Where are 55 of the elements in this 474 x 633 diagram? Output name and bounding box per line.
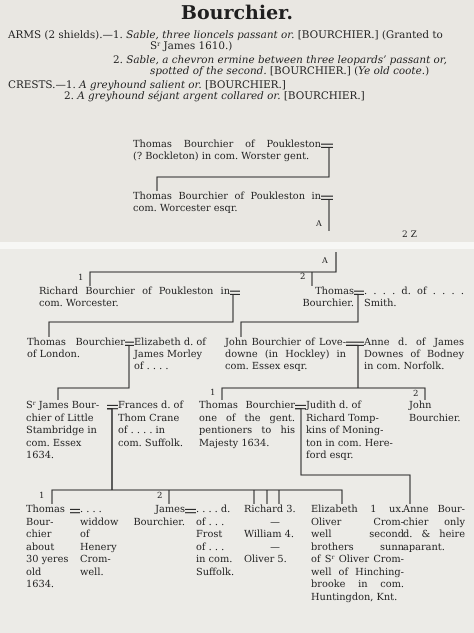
cross-reference-letter: A: [322, 256, 328, 265]
marriage-line: [353, 290, 365, 295]
pedigree-entry: John Bourchier.: [409, 400, 462, 425]
descent-line: [156, 144, 334, 192]
birth-order-number: 2: [413, 390, 418, 399]
pedigree-entry: . . . . d. of . . . Frost of . . . in com. Suffolk.: [196, 504, 236, 579]
descent-line: [107, 408, 343, 504]
birth-order-number: 1: [39, 492, 44, 501]
arms-blazon: 2. Sable, a chevron ermine between three leopards’ passant or, spotted of the second. [BOURCHIER.] (Ye old coote.): [113, 55, 447, 77]
marriage-line: [69, 508, 81, 514]
dash-separator: —: [269, 542, 281, 554]
pedigree-entry: Anne d. of James Downes of Bodney in com. Norfolk.: [364, 337, 464, 373]
descent-line: [346, 344, 426, 400]
pedigree-entry: John Bourchier of Love- downe (in Hockley) in com. Essex esqr.: [225, 337, 346, 373]
pedigree-entry: Oliver 5.: [244, 554, 288, 566]
dash-separator: —: [269, 516, 281, 529]
descent-line: [311, 252, 337, 286]
pedigree-entry: Thomas Bourchier of London.: [27, 337, 125, 361]
arms-blazon: ARMS (2 shields).—1. Sable, three lioncels passant or. [BOURCHIER.] (Granted to S$^{r}$ James 1610.): [8, 30, 443, 52]
crest-blazon: 2. A greyhound séjant argent collared or. [BOURCHIER.]: [64, 91, 365, 102]
pedigree-entry: Frances d. of Thom Crane of . . . . in com. Suffolk.: [118, 400, 185, 450]
birth-order-number: 2: [157, 492, 162, 501]
descent-line: [57, 344, 130, 400]
pedigree-entry: Judith d. of Richard Tomp- kins of Moning- ton in com. Here- ford esqr.: [306, 400, 394, 462]
pedigree-entry: Anne Bour- chier only d. & heire aparant.: [403, 504, 465, 554]
descent-line: [320, 196, 334, 232]
cross-reference-letter: A: [316, 219, 322, 228]
signature-mark: 2 Z: [402, 230, 417, 240]
pedigree-entry: Elizabeth 1 ux. Oliver Crom- well second brothers sunn of S$^{r}$ Oliver Crom- well of Hinching- brooke in com. Huntingdon, Knt.: [311, 504, 404, 604]
birth-order-number: 1: [210, 389, 216, 398]
pedigree-entry: William 4.: [244, 529, 296, 542]
crest-blazon: CRESTS.—1. A greyhound salient or. [BOURCHIER.]: [8, 80, 286, 91]
birth-order-number: 2: [300, 273, 306, 282]
pedigree-entry: Elizabeth d. of James Morley of . . . .: [134, 337, 208, 373]
pedigree-entry: . . . . widdow of Henery Crom- well.: [80, 504, 120, 579]
pedigree-entry: S$^{r}$ James Bour- chier of Little Stambridge in com. Essex 1634.: [26, 400, 100, 462]
marriage-line: [124, 342, 135, 346]
pedigree-entry: Richard 3.: [244, 504, 297, 516]
pedigree-entry: Thomas Bour- chier about 30 yeres old 1634.: [26, 504, 70, 592]
pedigree-entry: Richard Bourchier of Poukleston in com. Worcester.: [39, 286, 230, 310]
marriage-line: [106, 404, 119, 410]
marriage-line: [345, 342, 365, 346]
pedigree-entry: Thomas Bourchier of Poukleston (? Bockleton) in com. Worster gent.: [133, 139, 321, 163]
pedigree-entry: Thomas Bourchier.: [301, 286, 354, 310]
pedigree-entry: James Bourchier.: [132, 504, 185, 529]
descent-line: [295, 408, 411, 504]
birth-order-number: 1: [78, 274, 84, 283]
pedigree-entry: . . . . d. of . . . . Smith.: [364, 286, 464, 310]
descent-line: [48, 290, 241, 338]
pedigree-entry: Thomas Bourchier of Poukleston in com. Worcester esqr.: [133, 191, 321, 215]
page-title: Bourchier.: [180, 2, 294, 24]
descent-line: [240, 294, 359, 337]
marriage-line: [184, 508, 197, 514]
marriage-line: [294, 404, 307, 410]
pedigree-entry: Thomas Bourchier one of the gent. pentioners to his Majesty 1634.: [199, 400, 295, 450]
